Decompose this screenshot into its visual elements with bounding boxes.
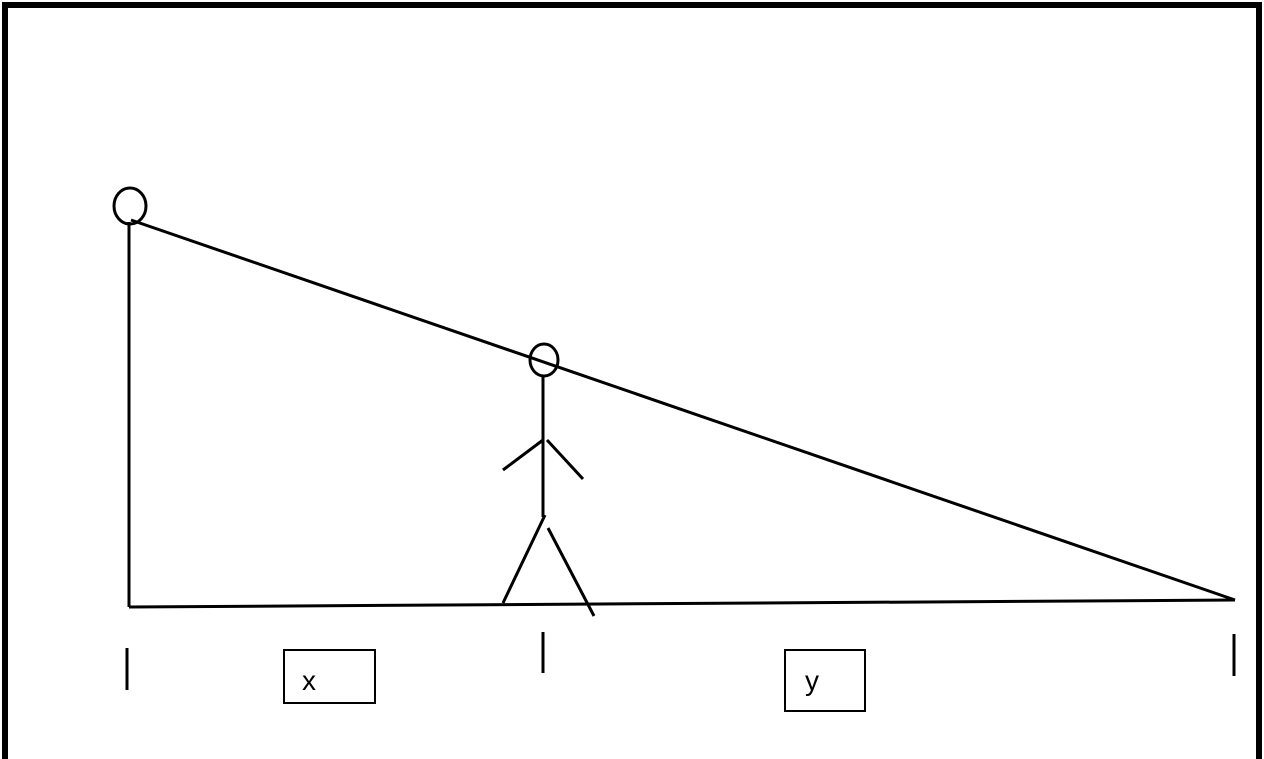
lamp-circle bbox=[112, 186, 148, 226]
person-left-arm bbox=[502, 438, 544, 472]
label-y-text: y bbox=[805, 665, 819, 696]
label-y-box bbox=[784, 649, 866, 712]
ground-line bbox=[128, 598, 1236, 609]
person-right-leg bbox=[546, 527, 596, 617]
label-x-box bbox=[283, 649, 376, 704]
label-x-text: x bbox=[302, 665, 316, 696]
stick-figure bbox=[501, 342, 596, 617]
person-right-arm bbox=[545, 438, 585, 481]
person-left-leg bbox=[501, 514, 547, 604]
light-ray-line bbox=[130, 218, 1236, 602]
